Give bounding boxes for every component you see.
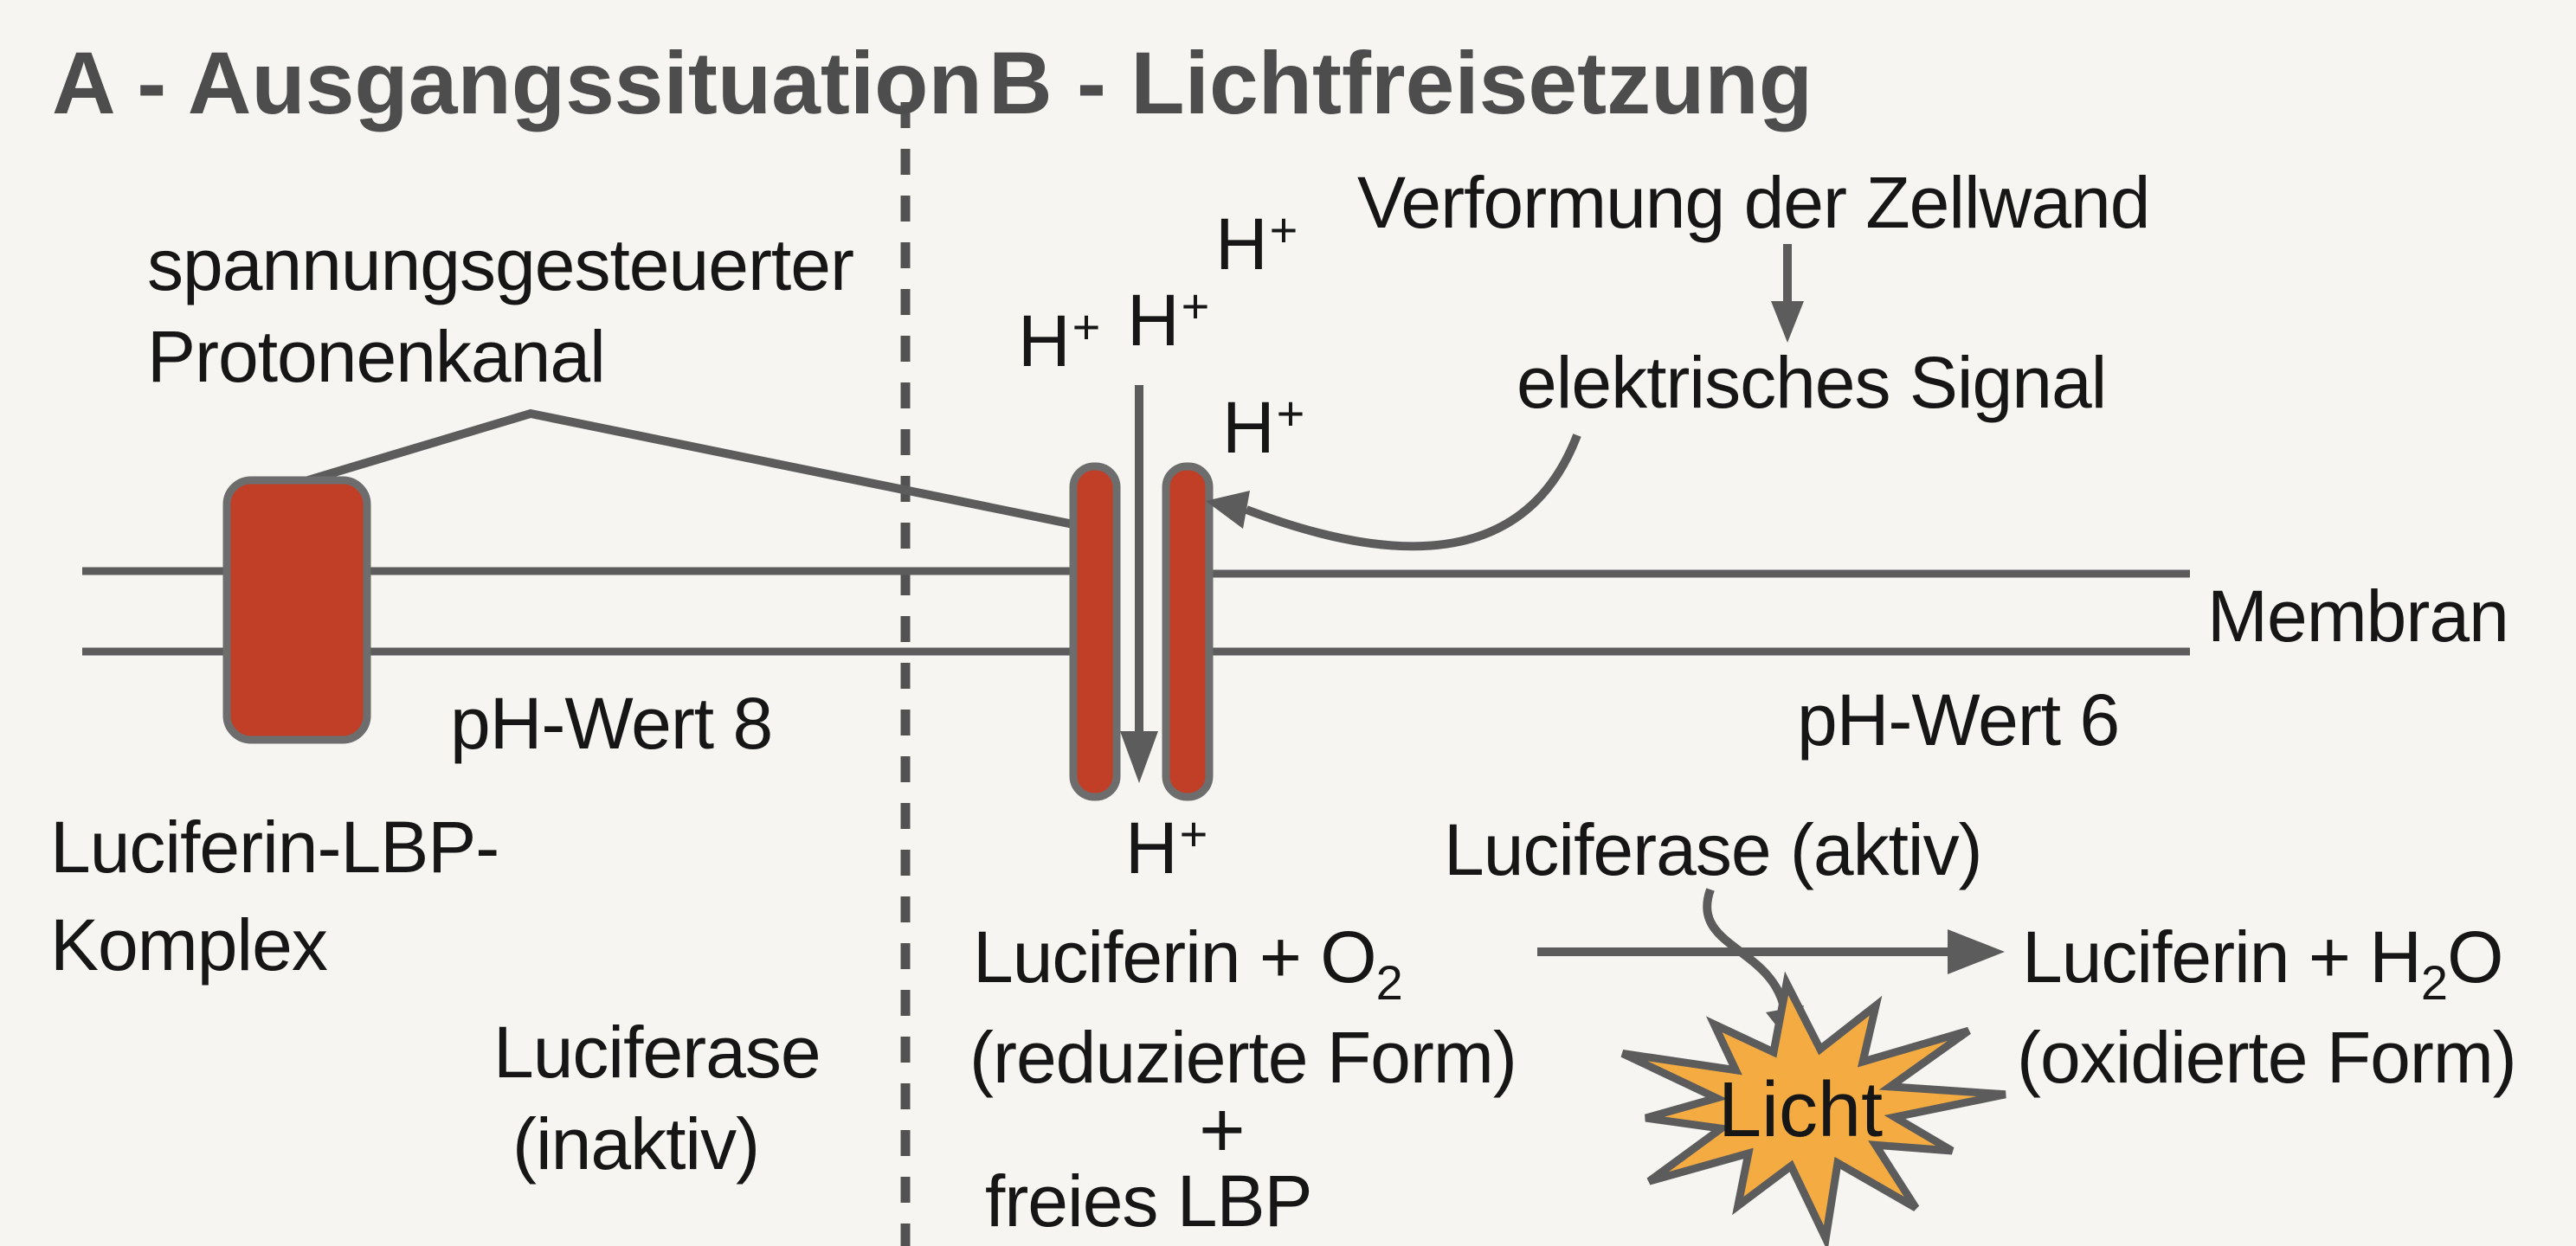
reaction-arrowhead-icon (1948, 929, 2005, 974)
channel-label-line2: Protonenkanal (147, 316, 606, 397)
proton-channel-closed (222, 476, 371, 744)
reactant-form-label: (reduzierte Form) (969, 1017, 1517, 1098)
channel-label-line1: spannungsgesteuerter (147, 224, 854, 305)
luciferin-lbp-complex-line2: Komplex (50, 904, 328, 986)
luciferase-inactive-line1: Luciferase (493, 1012, 821, 1093)
ph-value-b-label: pH-Wert 6 (1797, 679, 2120, 761)
electrical-signal-label: elektrisches Signal (1517, 342, 2107, 423)
light-burst-icon (1620, 971, 2006, 1246)
luciferin-lbp-complex-line1: Luciferin-LBP- (50, 806, 499, 888)
luciferase-inactive-line2: (inaktiv) (512, 1103, 760, 1185)
reactant-formula-label: Luciferin + O2 (973, 916, 1403, 1010)
channel-label-pointer-line (298, 408, 1075, 529)
proton-label: H+ (1215, 202, 1298, 285)
panel-a-title: A - Ausgangssituation (52, 34, 982, 132)
signal-to-channel-arrowhead-icon (1206, 491, 1250, 529)
signal-to-channel-curved-arrow (1245, 434, 1581, 551)
proton-channel-open-left-half (1069, 462, 1121, 801)
plus-sign-label: + (1199, 1086, 1246, 1174)
ph-value-a-label: pH-Wert 8 (450, 683, 773, 764)
proton-label: H+ (1222, 386, 1305, 468)
free-lbp-label: freies LBP (985, 1160, 1313, 1242)
proton-channel-open-right-half (1162, 462, 1214, 801)
deformation-to-signal-arrowhead-icon (1771, 301, 1804, 343)
product-formula-label: Luciferin + H2O (2022, 916, 2503, 1010)
proton-label: H+ (1018, 299, 1101, 382)
product-form-label: (oxidierte Form) (2017, 1017, 2517, 1098)
membrane-label: Membran (2207, 575, 2509, 657)
luciferase-active-label: Luciferase (aktiv) (1444, 809, 1983, 890)
panel-b-title: B - Lichtfreisetzung (989, 34, 1813, 132)
proton-flow-arrowhead-icon (1120, 731, 1158, 783)
cell-wall-deformation-label: Verformung der Zellwand (1357, 162, 2150, 243)
light-label: Licht (1718, 1067, 1884, 1153)
luciferase-to-light-curved-arrow (1703, 888, 1789, 1012)
proton-label: H+ (1127, 279, 1210, 361)
proton-label: H+ (1125, 806, 1208, 889)
